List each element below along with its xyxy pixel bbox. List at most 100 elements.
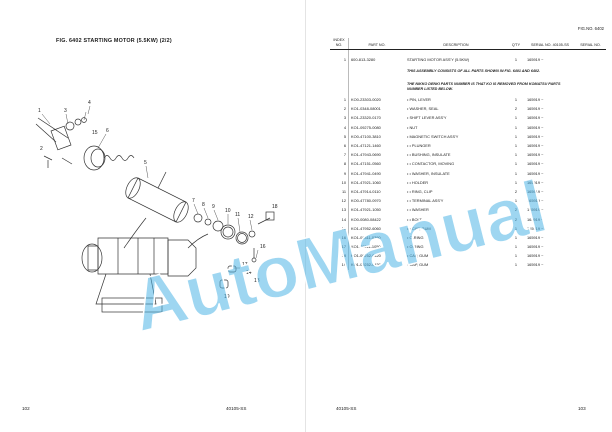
row-part-no: KO1-47952-6060 bbox=[351, 225, 381, 231]
callout-8: 8 bbox=[202, 202, 205, 208]
row-part-no: KO0-47780-0970 bbox=[351, 198, 381, 204]
row-description: • PIN, LEVER bbox=[407, 97, 431, 103]
row-serial: 165919 ~ bbox=[527, 225, 544, 231]
row-index: 7 bbox=[330, 150, 349, 161]
row-qty: 1 bbox=[514, 133, 518, 139]
row-serial: 165919 ~ bbox=[527, 124, 544, 130]
row-serial-b bbox=[575, 215, 606, 224]
row-description: • WASHER, SEAL bbox=[407, 106, 439, 112]
row-description: • CAP, GUM bbox=[407, 262, 429, 268]
callout-9: 9 bbox=[212, 204, 215, 210]
row-serial-b bbox=[575, 178, 606, 187]
row-part-no: KO1-23320-0170 bbox=[351, 115, 381, 121]
right-page-number: 103 bbox=[578, 406, 586, 411]
page-spine bbox=[305, 0, 306, 432]
exploded-view-drawing: 1 2 3 4 5 6 7 8 9 10 11 12 13 14 15 16 1… bbox=[35, 100, 278, 313]
row-serial: 165919 ~ bbox=[527, 133, 544, 139]
row-serial-b bbox=[575, 133, 606, 142]
row-description: • O-RING bbox=[407, 244, 424, 250]
callout-12: 12 bbox=[248, 214, 254, 220]
callout-18: 18 bbox=[272, 204, 278, 210]
row-qty: 1 bbox=[514, 179, 518, 185]
col-serial-b: SERIAL NO. bbox=[575, 38, 606, 51]
row-index: 5 bbox=[330, 132, 349, 142]
row-serial: 165919 ~ bbox=[527, 207, 544, 213]
row-description: STARTING MOTOR ASS'Y (5.5KW) bbox=[407, 57, 470, 63]
assembly-note: THIS ASSEMBLY CONSISTS OF ALL PARTS SHOW… bbox=[330, 65, 606, 79]
table-row: 1 600-813-3280 STARTING MOTOR ASS'Y (5.5… bbox=[330, 56, 606, 66]
row-serial: 165919 ~ bbox=[527, 106, 544, 112]
row-qty: 1 bbox=[514, 262, 518, 268]
row-serial-b bbox=[575, 105, 606, 114]
callout-1: 1 bbox=[38, 108, 41, 114]
col-description: DESCRIPTION bbox=[405, 38, 507, 51]
col-qty: Q'TY bbox=[507, 38, 525, 51]
col-part-no: PART NO. bbox=[348, 38, 405, 51]
row-index: 18 bbox=[330, 251, 349, 262]
row-qty: 2 bbox=[514, 188, 518, 194]
row-index: 2 bbox=[330, 104, 349, 115]
row-qty: 1 bbox=[514, 225, 518, 231]
row-serial-b bbox=[575, 197, 606, 206]
row-description: • • HOLDER bbox=[407, 179, 429, 185]
row-index: 11 bbox=[330, 187, 349, 197]
left-doc-code: 40105-SS bbox=[226, 406, 247, 411]
callout-15: 15 bbox=[92, 130, 98, 136]
row-part-no: 600-813-3280 bbox=[351, 57, 376, 63]
callout-10: 10 bbox=[225, 208, 231, 214]
row-description: • NUT bbox=[407, 124, 418, 130]
row-index: 6 bbox=[330, 141, 349, 151]
table-header: INDEX NO. PART NO. DESCRIPTION Q'TY SERI… bbox=[330, 38, 606, 51]
row-index: 1 bbox=[330, 95, 349, 105]
row-serial-b bbox=[575, 243, 606, 252]
row-serial: 165919 ~ bbox=[527, 152, 544, 158]
row-part-no: KO1-47941-0490 bbox=[351, 170, 381, 176]
row-description: • O-RING bbox=[407, 234, 424, 240]
callout-17: 17 bbox=[242, 262, 248, 268]
row-description: • MAGNETIC SWITCH ASS'Y bbox=[407, 133, 459, 139]
callout-6: 6 bbox=[106, 128, 109, 134]
row-serial: 165919 ~ bbox=[527, 57, 544, 63]
left-page-number: 102 bbox=[22, 406, 30, 411]
figure-title: FIG. 6402 STARTING MOTOR (5.5KW) (2/2) bbox=[56, 38, 172, 44]
left-page: FIG. 6402 STARTING MOTOR (5.5KW) (2/2) bbox=[22, 38, 278, 411]
row-qty: 1 bbox=[514, 244, 518, 250]
row-qty: 1 bbox=[514, 57, 518, 63]
callout-7: 7 bbox=[192, 198, 195, 204]
row-part-no: KO1-09311-0390 bbox=[351, 234, 381, 240]
row-index: 15 bbox=[330, 224, 349, 234]
row-serial-b bbox=[575, 206, 606, 215]
parts-table: INDEX NO. PART NO. DESCRIPTION Q'TY SERI… bbox=[330, 38, 606, 271]
row-serial: 165919 ~ bbox=[527, 97, 544, 103]
callout-13: 13 bbox=[254, 278, 260, 284]
row-description: • • BUSHING, INSULATE bbox=[407, 152, 451, 158]
row-part-no: KO1-47121-1460 bbox=[351, 143, 381, 148]
callout-16: 16 bbox=[260, 244, 266, 250]
callout-14: 14 bbox=[246, 270, 252, 276]
row-qty: 1 bbox=[514, 170, 518, 176]
row-part-no: KO0-23303-0020 bbox=[351, 97, 381, 103]
row-part-no: KO0-47100-3810 bbox=[351, 133, 381, 139]
row-index: 3 bbox=[330, 114, 349, 124]
row-serial: 165919 ~ bbox=[527, 179, 544, 185]
row-description: • • WASHER, INSULATE bbox=[407, 170, 450, 176]
row-serial-b bbox=[575, 142, 606, 151]
row-serial-b bbox=[575, 224, 606, 233]
row-serial-b bbox=[575, 188, 606, 197]
row-qty: 1 bbox=[514, 124, 518, 130]
row-description: • • CAP, GUM bbox=[407, 225, 431, 231]
row-part-no: KO1-47914-0110 bbox=[351, 188, 381, 194]
row-serial-b bbox=[575, 160, 606, 169]
row-index: 16 bbox=[330, 233, 349, 243]
